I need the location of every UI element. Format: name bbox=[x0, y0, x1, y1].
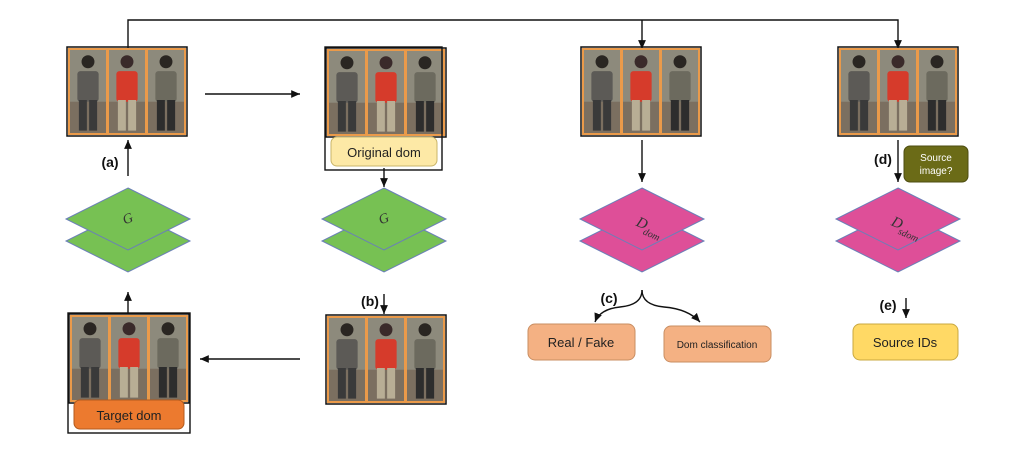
step-label-b: (b) bbox=[361, 293, 379, 309]
discriminator-sdom-upper-layer bbox=[834, 187, 962, 251]
step-label-d: (d) bbox=[874, 151, 892, 167]
source-ids-box bbox=[852, 323, 959, 361]
split-arrow-dom-classification bbox=[641, 289, 701, 323]
discriminator-sdom-network bbox=[834, 187, 962, 273]
target-dom-box bbox=[73, 399, 185, 430]
discriminator-dom-upper-layer bbox=[578, 187, 706, 251]
generator-middle-network bbox=[320, 187, 448, 273]
generator-left-network bbox=[64, 187, 192, 273]
original-dom-box bbox=[330, 136, 438, 167]
strip-d-sdom-input bbox=[837, 46, 959, 137]
strip-target-dom bbox=[68, 313, 190, 404]
top-bus-line bbox=[127, 19, 902, 49]
real-fake-box bbox=[527, 323, 636, 361]
discriminator-dom-network bbox=[578, 187, 706, 273]
dom-classification-label: Dom classification bbox=[677, 340, 758, 351]
target-dom-frame bbox=[67, 312, 191, 434]
strip-original-dom bbox=[325, 47, 447, 138]
strip-generated-result bbox=[325, 314, 447, 405]
step-label-c: (c) bbox=[600, 290, 617, 306]
connectors bbox=[124, 19, 910, 363]
networks bbox=[64, 187, 962, 273]
target-dom-label: Target dom bbox=[96, 408, 161, 423]
source-image-label-line1: Source bbox=[920, 153, 952, 164]
generator-left-upper-layer bbox=[64, 187, 192, 251]
step-label-e: (e) bbox=[879, 297, 896, 313]
dom-classification-box bbox=[663, 325, 772, 363]
photo-strips bbox=[66, 46, 959, 405]
strip-d-dom-input bbox=[580, 46, 702, 137]
split-arrow-real-fake bbox=[594, 289, 643, 323]
step-label-a: (a) bbox=[101, 154, 118, 170]
source-image-label-line2: image? bbox=[920, 166, 953, 177]
source-ids-label: Source IDs bbox=[873, 335, 938, 350]
original-dom-label: Original dom bbox=[347, 145, 421, 160]
strip-first-row-left bbox=[66, 46, 188, 137]
original-dom-frame bbox=[324, 46, 443, 171]
real-fake-label: Real / Fake bbox=[548, 335, 614, 350]
source-image-box bbox=[903, 145, 969, 183]
generator-middle-upper-layer bbox=[320, 187, 448, 251]
